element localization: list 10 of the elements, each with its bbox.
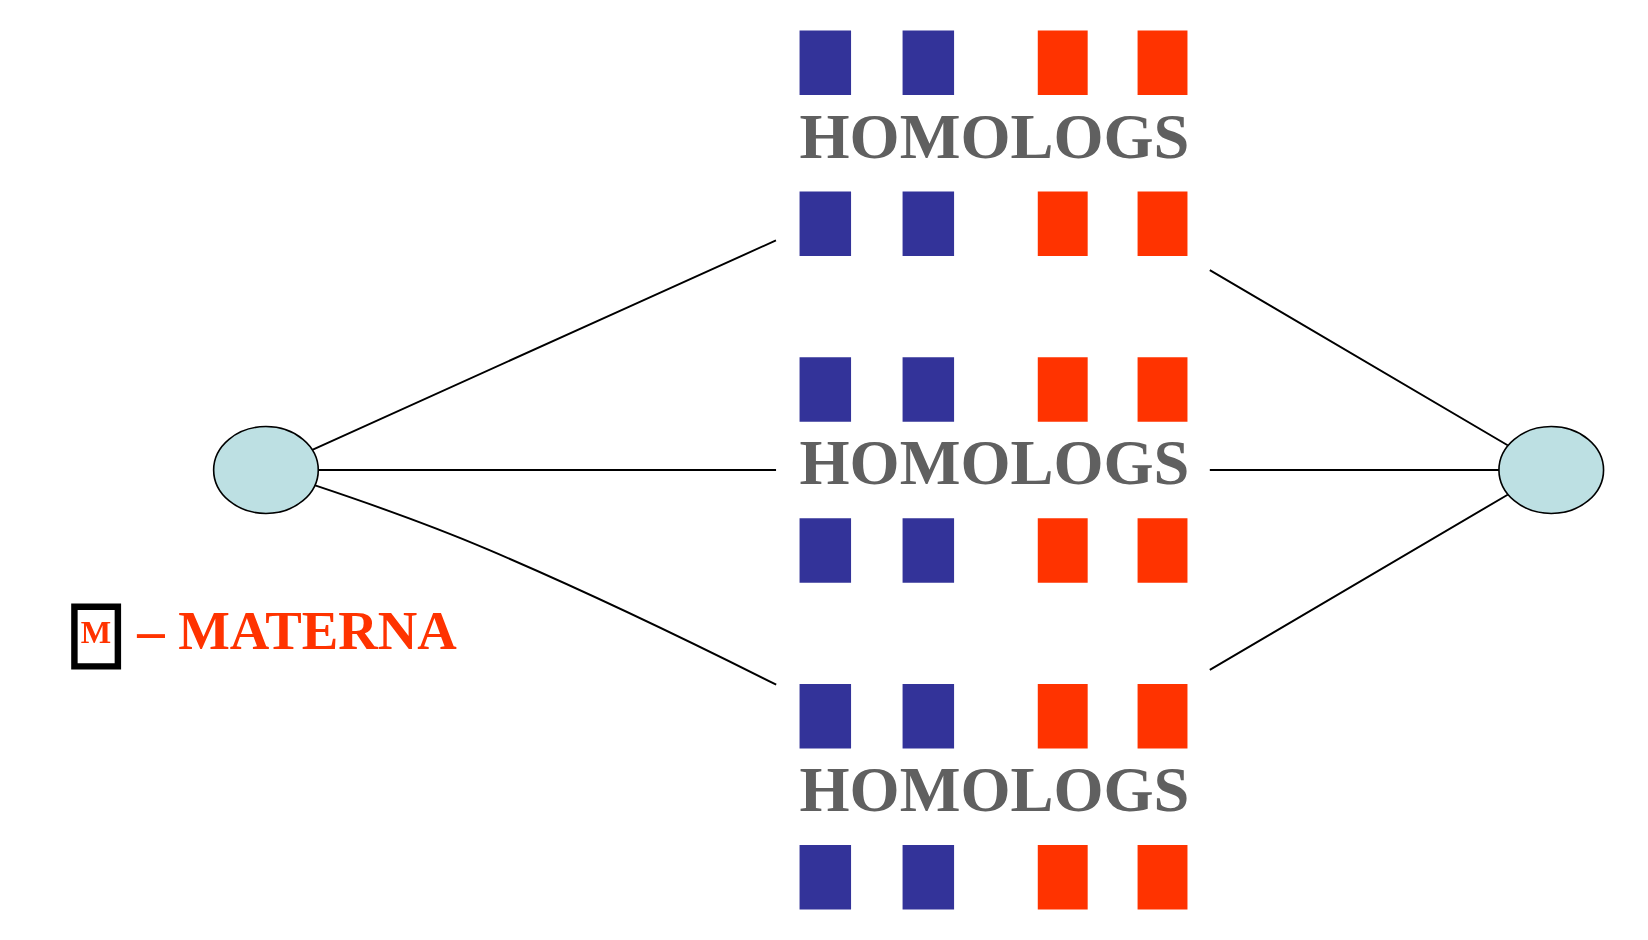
node-ellipse	[1497, 425, 1604, 515]
connector	[1208, 269, 1509, 447]
connector	[313, 484, 777, 686]
connector	[1208, 493, 1509, 671]
connector	[317, 469, 777, 471]
node-ellipse	[212, 425, 319, 515]
label: M	[80, 614, 111, 651]
connector	[1208, 469, 1500, 471]
connector	[310, 239, 777, 451]
label: – MATERNA	[136, 599, 457, 661]
